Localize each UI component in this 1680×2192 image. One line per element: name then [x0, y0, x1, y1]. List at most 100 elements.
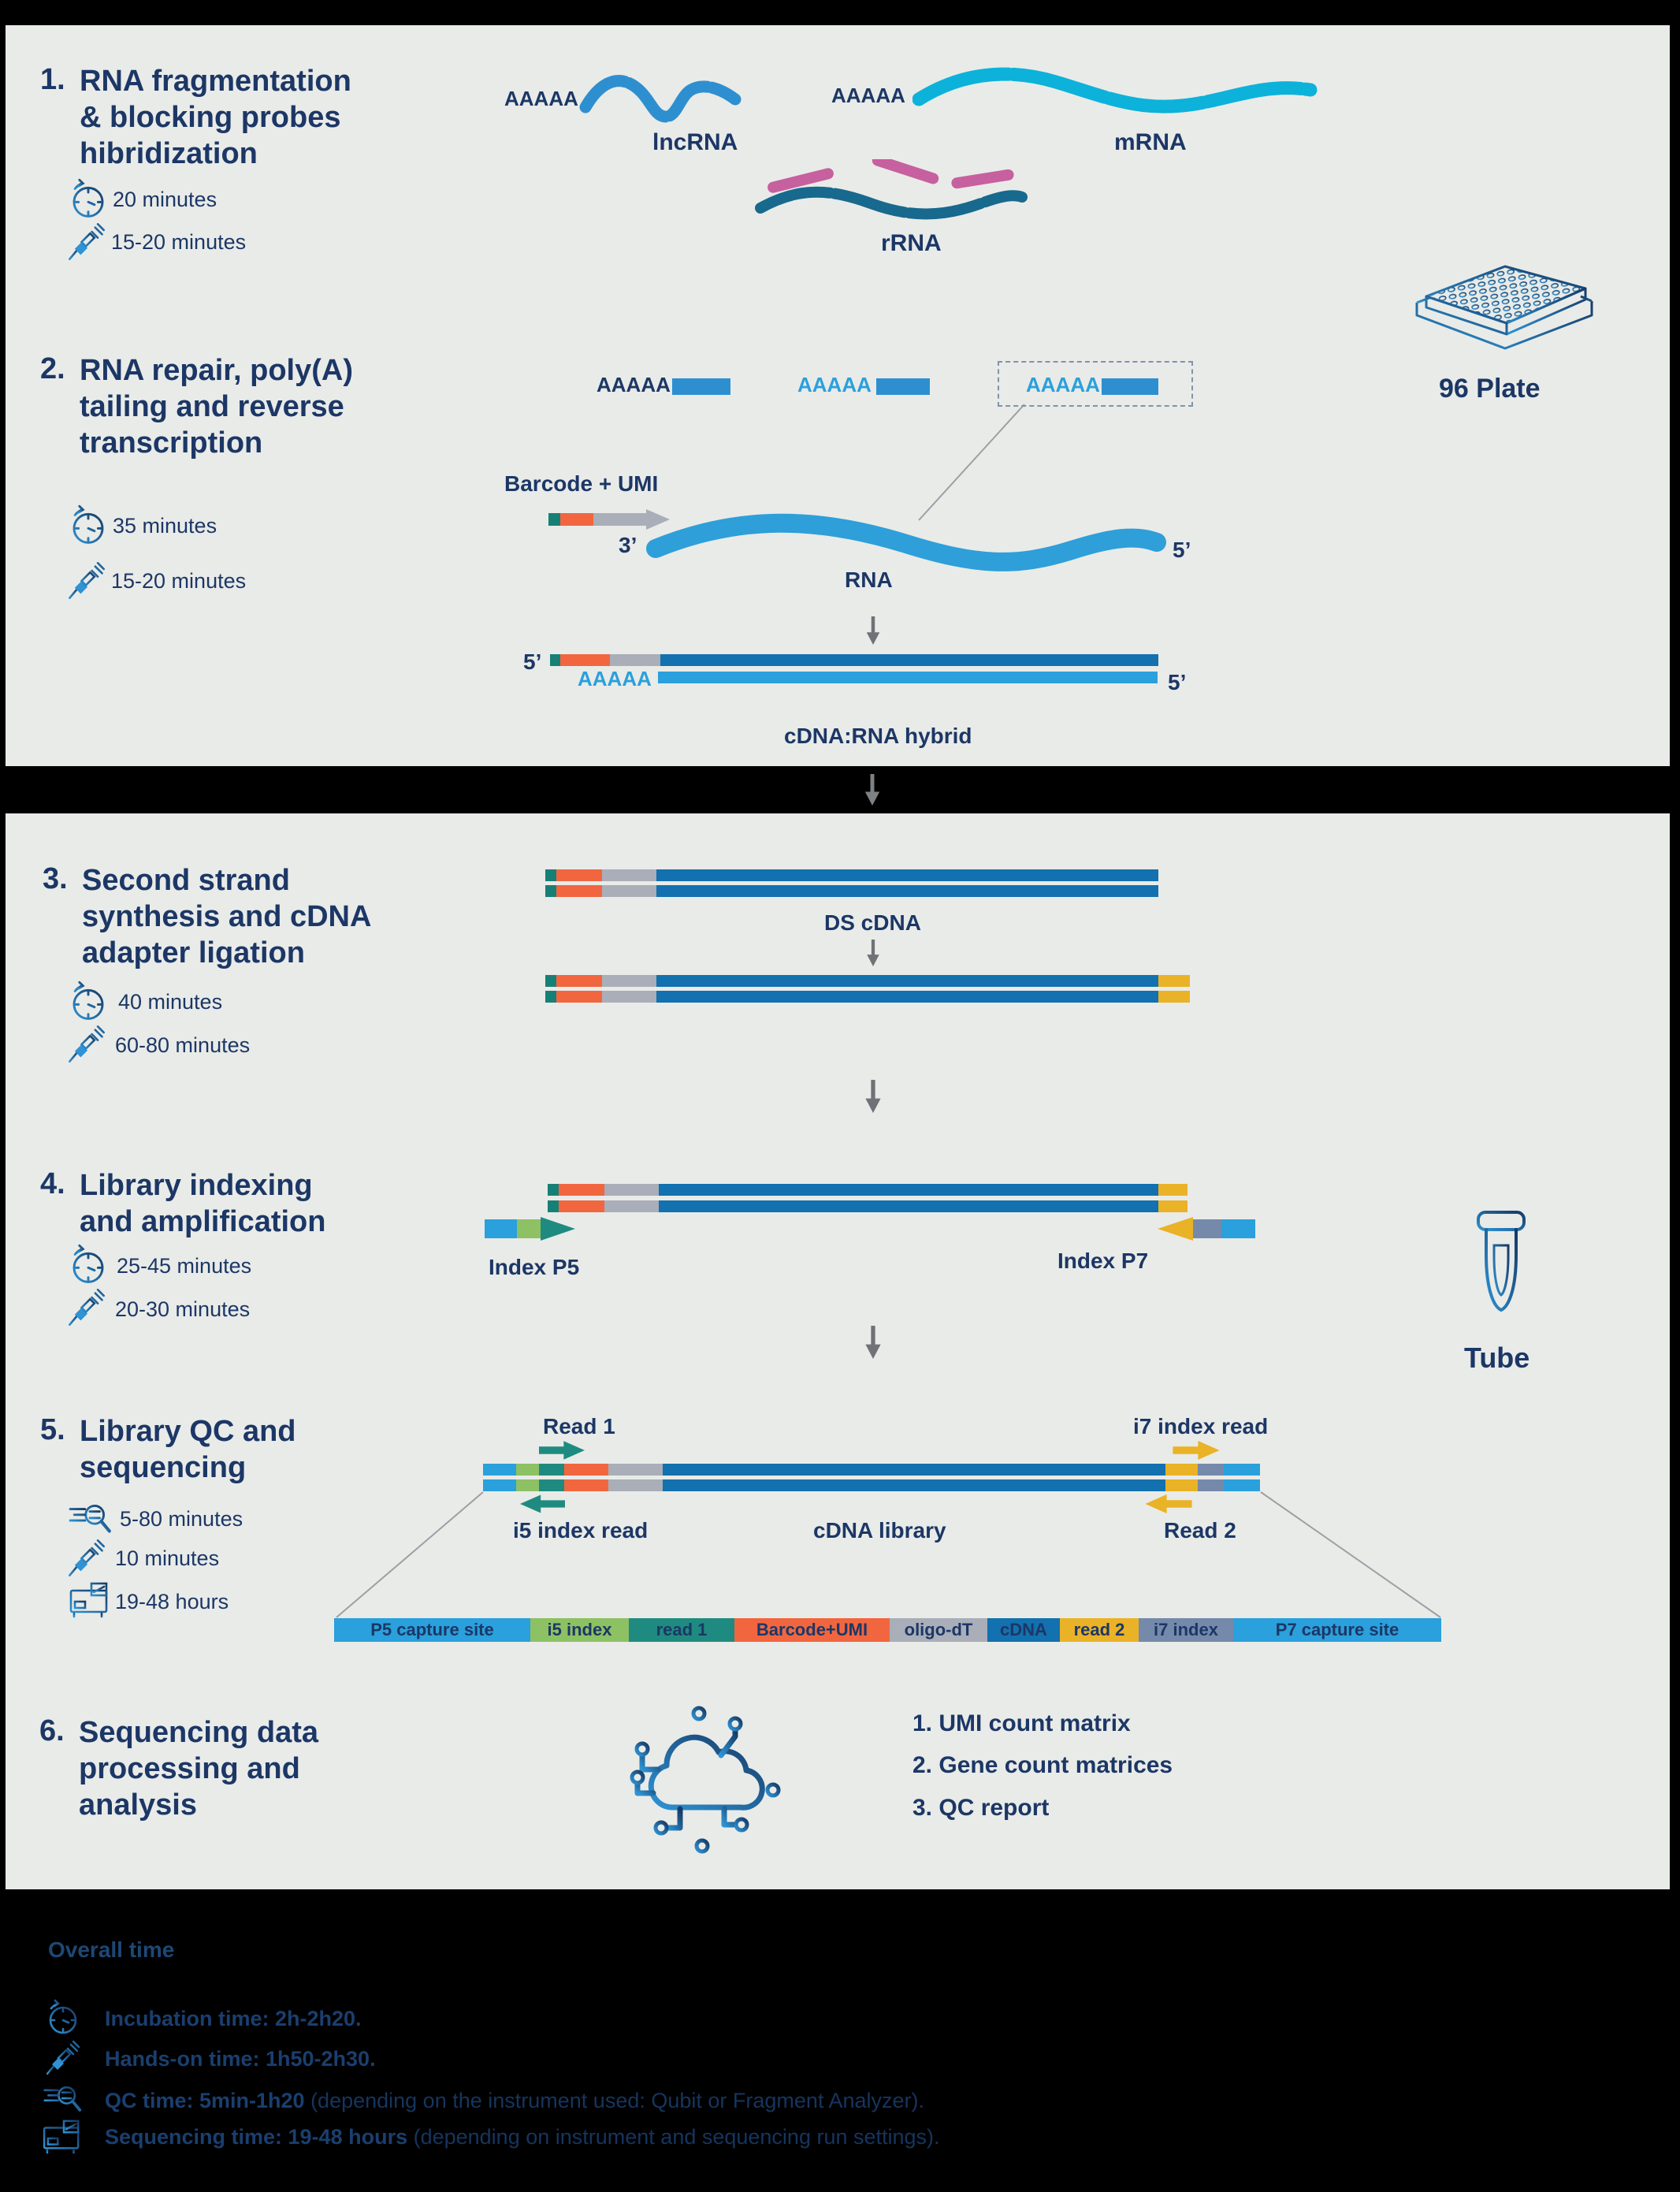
seq-segment-p7-capture: P7 capture site	[1233, 1618, 1441, 1642]
output-gene-count-matrices: 2. Gene count matrices	[912, 1752, 1173, 1778]
step-3-number: 3.	[43, 862, 68, 895]
strand-teal-block	[548, 1184, 559, 1196]
strand-oligo-block	[608, 1464, 663, 1476]
step-5-handson-time: 10 minutes	[115, 1546, 220, 1570]
indexing-top-strand	[548, 1184, 1188, 1196]
strand-barcode-block	[564, 1479, 608, 1491]
clock-icon	[67, 504, 110, 547]
index-p5-primer	[485, 1217, 575, 1241]
qc-icon	[43, 2082, 84, 2116]
step-1-incubation-time: 20 minutes	[113, 188, 217, 211]
step-1-title: 1. RNA fragmentation & blocking probes h…	[40, 63, 351, 172]
seq-segment-i7-index: i7 index	[1139, 1618, 1233, 1642]
overall-incubation-row: Incubation time: 2h-2h20.	[105, 2007, 362, 2031]
i5-index-read-label: i5 index read	[513, 1518, 649, 1543]
plate-96-label: 96 Plate	[1439, 374, 1541, 404]
strand-teal-block	[545, 885, 556, 897]
adapter-ligated-bottom-strand	[545, 991, 1190, 1003]
step-5-title-line: sequencing	[80, 1451, 247, 1484]
overall-handson-bold: Hands-on time: 1h50-2h30.	[105, 2047, 376, 2071]
clock-icon	[67, 1244, 110, 1286]
plate-96-icon	[1415, 265, 1593, 350]
step-4-incubation-time: 25-45 minutes	[117, 1254, 252, 1278]
step-4-title-line: and amplification	[80, 1205, 326, 1238]
strand-cdna-block	[656, 869, 1158, 881]
down-arrow	[864, 774, 881, 806]
fragment-3-dashed-box	[998, 361, 1193, 407]
overall-sequencing-rest: (depending on instrument and sequencing …	[407, 2125, 940, 2149]
strand-orange-block	[556, 975, 602, 987]
strand-orange-block	[556, 991, 602, 1003]
strand-teal-block	[545, 869, 556, 881]
ds-cdna-top-strand	[545, 869, 1158, 881]
step-5-title: 5. Library QC and sequencing	[40, 1413, 296, 1486]
seq-segment-p5-capture: P5 capture site	[334, 1618, 530, 1642]
index-p7-label: Index P7	[1057, 1249, 1149, 1273]
strand-p5-block	[483, 1464, 516, 1476]
strand-cdna-block	[659, 1184, 1158, 1196]
output-qc-report: 3. QC report	[912, 1795, 1050, 1821]
hybrid-polya-label: AAAAA	[578, 667, 652, 690]
clock-icon	[44, 1999, 82, 2037]
mrna-polya-label: AAAAA	[831, 84, 905, 107]
down-arrow	[864, 1326, 882, 1359]
strand-teal-block	[545, 991, 556, 1003]
library-top-strand	[483, 1464, 1260, 1476]
fragment-2-bar	[876, 378, 930, 395]
panel-top	[6, 25, 1670, 766]
strand-teal-block	[548, 1200, 559, 1212]
lncrna-strand	[579, 75, 742, 123]
library-structure-bar: P5 capture site i5 index read 1 Barcode+…	[334, 1618, 1441, 1642]
pipette-icon	[66, 221, 107, 262]
strand-i7-block	[1198, 1464, 1224, 1476]
barcode-block-gray	[593, 513, 646, 526]
strand-teal-block	[545, 975, 556, 987]
hybrid-bottom-strand	[658, 672, 1158, 683]
seq-segment-i5-index: i5 index	[530, 1618, 629, 1642]
fragment-1-bar	[672, 378, 730, 395]
adapter-ligated-top-strand	[545, 975, 1190, 987]
strand-adapter-block	[1158, 1184, 1188, 1196]
overall-incubation-bold: Incubation time: 2h-2h20.	[105, 2007, 362, 2030]
barcode-umi-primer	[548, 509, 670, 530]
down-arrow	[864, 616, 882, 645]
pipette-icon	[44, 2038, 82, 2076]
lncrna-polya-label: AAAAA	[504, 87, 578, 110]
step-1-title-line: RNA fragmentation	[80, 65, 351, 98]
step-6-title-line: analysis	[79, 1788, 197, 1822]
strand-orange-block	[556, 869, 602, 881]
rna-3prime-label: 3’	[619, 533, 637, 557]
ds-cdna-label: DS cDNA	[824, 910, 921, 935]
fragment-2-polya-label: AAAAA	[797, 373, 872, 396]
strand-read2-block	[1165, 1464, 1198, 1476]
overall-sequencing-bold: Sequencing time: 19-48 hours	[105, 2125, 408, 2149]
ds-cdna-bottom-strand	[545, 885, 1158, 897]
strand-p7-block	[1224, 1464, 1260, 1476]
step-3-title-line: adapter ligation	[82, 936, 305, 969]
cdna-library-label: cDNA library	[813, 1518, 946, 1543]
step-6-number: 6.	[39, 1714, 65, 1747]
hybrid-5prime-right: 5’	[1168, 670, 1187, 694]
hybrid-label: cDNA:RNA hybrid	[784, 724, 972, 748]
barcode-block-teal	[548, 513, 560, 526]
strand-gray-block	[602, 885, 656, 897]
strand-i5-block	[516, 1464, 539, 1476]
primer-block-slate	[1193, 1219, 1221, 1238]
overall-qc-bold: QC time: 5min-1h20	[105, 2089, 305, 2112]
step-3-title: 3. Second strand synthesis and cDNA adap…	[43, 862, 371, 971]
rna-5prime-label: 5’	[1173, 538, 1191, 562]
tube-icon	[1477, 1211, 1526, 1312]
step-2-title-line: RNA repair, poly(A)	[80, 354, 353, 387]
i5-index-read-arrow	[520, 1494, 565, 1513]
strand-gray-block	[610, 654, 660, 666]
rrna-with-probes	[755, 159, 1028, 220]
output-umi-count-matrix: 1. UMI count matrix	[912, 1710, 1131, 1736]
step-1-title-line: & blocking probes	[80, 101, 341, 134]
strand-i5-block	[516, 1479, 539, 1491]
step-5-sequencing-time: 19-48 hours	[115, 1590, 229, 1613]
step-4-title-line: Library indexing	[80, 1169, 313, 1202]
step-4-number: 4.	[40, 1167, 65, 1200]
step-3-incubation-time: 40 minutes	[118, 990, 223, 1014]
